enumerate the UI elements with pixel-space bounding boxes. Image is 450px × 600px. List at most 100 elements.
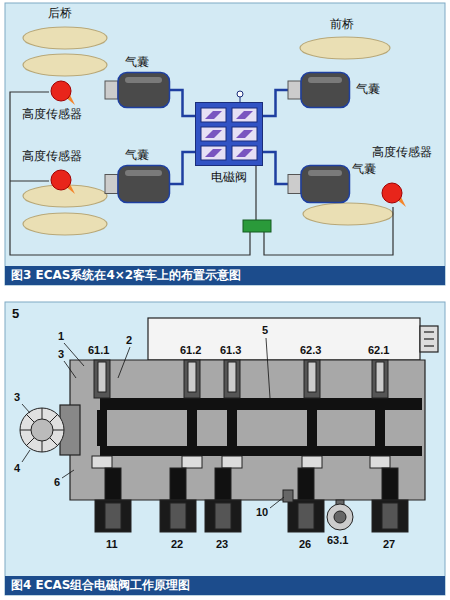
air-bag: 气囊 [105,72,170,108]
height-sensor: 高度传感器 [49,168,75,194]
bag-highlight [308,77,342,83]
part-label: 气囊 [125,55,149,69]
valve-poppet [302,456,322,468]
sensor-body [382,183,402,203]
valve-cell [201,127,226,141]
bag-plate [288,175,301,194]
callout-number: 63.1 [327,534,348,547]
wheel [23,27,107,49]
bag-body [301,166,350,203]
valve-housing [424,338,434,339]
pressure-sensor [334,511,346,523]
callout-number: 4 [14,462,20,475]
callout-number: 6 [54,476,60,489]
callout-number: 5 [262,324,268,337]
valve-housing [60,318,438,500]
port [160,500,196,532]
valve-antenna [237,91,243,97]
callout-number: 27 [383,538,395,551]
valve-poppet [222,456,242,468]
callout-number: 26 [299,538,311,551]
valve-poppet [92,456,112,468]
part-label: 高度传感器 [372,145,432,159]
solenoid-plunger [94,360,388,398]
filter [31,419,53,441]
part-label: 气囊 [125,148,149,162]
height-sensor-shape [49,79,75,105]
filter [20,408,64,452]
valve-stem [97,410,385,446]
air-channel [100,446,422,456]
air-channel [100,398,422,456]
leader-line [62,470,74,478]
sensor-body [51,170,71,190]
bag-plate [105,175,118,194]
solenoid-plunger [372,360,388,398]
valve-cell [232,146,257,160]
valve-coil [205,111,222,119]
air-bag-shape [288,165,350,203]
axle-label: 后桥 [48,7,72,20]
caption-band: 图4 ECAS组合电磁阀工作原理图 [5,576,445,595]
callout-number: 62.3 [300,344,321,357]
leader-line [64,361,76,378]
solenoid-valve-shape [195,102,263,166]
air-bag-shape [105,165,170,203]
valve-coil [236,111,253,119]
port [298,468,314,500]
sensor-body [51,81,71,101]
callout-number: 2 [126,334,132,347]
valve-poppet [370,456,390,468]
sensor-wire [10,92,393,255]
wheel [300,37,390,59]
port [382,468,398,500]
part-label: 气囊 [356,82,380,96]
caption-band: 图3 ECAS系统在4×2客车上的布置示意图 [5,266,445,285]
port [382,503,398,529]
leader-line [118,347,130,378]
valve-stem [227,410,237,446]
filter [26,414,58,446]
valve-poppet [92,456,390,468]
wheel [23,54,107,76]
wheel [23,213,107,235]
valve-housing [148,318,420,360]
air-line [263,152,288,184]
air-bag: 气囊 [288,165,350,203]
callout-number: 11 [106,538,118,551]
valve-coil [205,149,222,157]
solenoid-plunger [304,360,320,398]
filter [26,414,58,446]
bag-plate [288,81,301,99]
height-sensor-shape [49,168,75,194]
valve-coil [236,130,253,138]
valve-cell [232,108,257,122]
callout-number: 10 [256,506,268,519]
callout-number: 3 [14,391,20,404]
valve-poppet [182,456,202,468]
valve-housing [420,326,438,352]
air-line [263,90,288,116]
valve-stem [375,410,385,446]
callout-number: 62.1 [368,344,389,357]
air-channel [100,398,422,410]
valve-cell [201,146,226,160]
port [170,503,186,529]
figure-panel-number: 5 [12,307,19,320]
bottom-panel [5,302,445,595]
control-unit [243,220,271,232]
air-line [170,90,195,116]
port [105,468,121,500]
bag-highlight [308,170,342,176]
valve-housing [424,331,434,332]
valve-stem [97,410,107,446]
sensor-wire [10,180,49,181]
port [372,500,408,532]
height-sensor: 高度传感器 [380,181,406,207]
valve-body [196,103,263,166]
leader-line [270,497,284,508]
port [205,500,241,532]
bag-body [301,73,350,108]
bag-plate [105,81,118,99]
valve-cell [232,127,257,141]
